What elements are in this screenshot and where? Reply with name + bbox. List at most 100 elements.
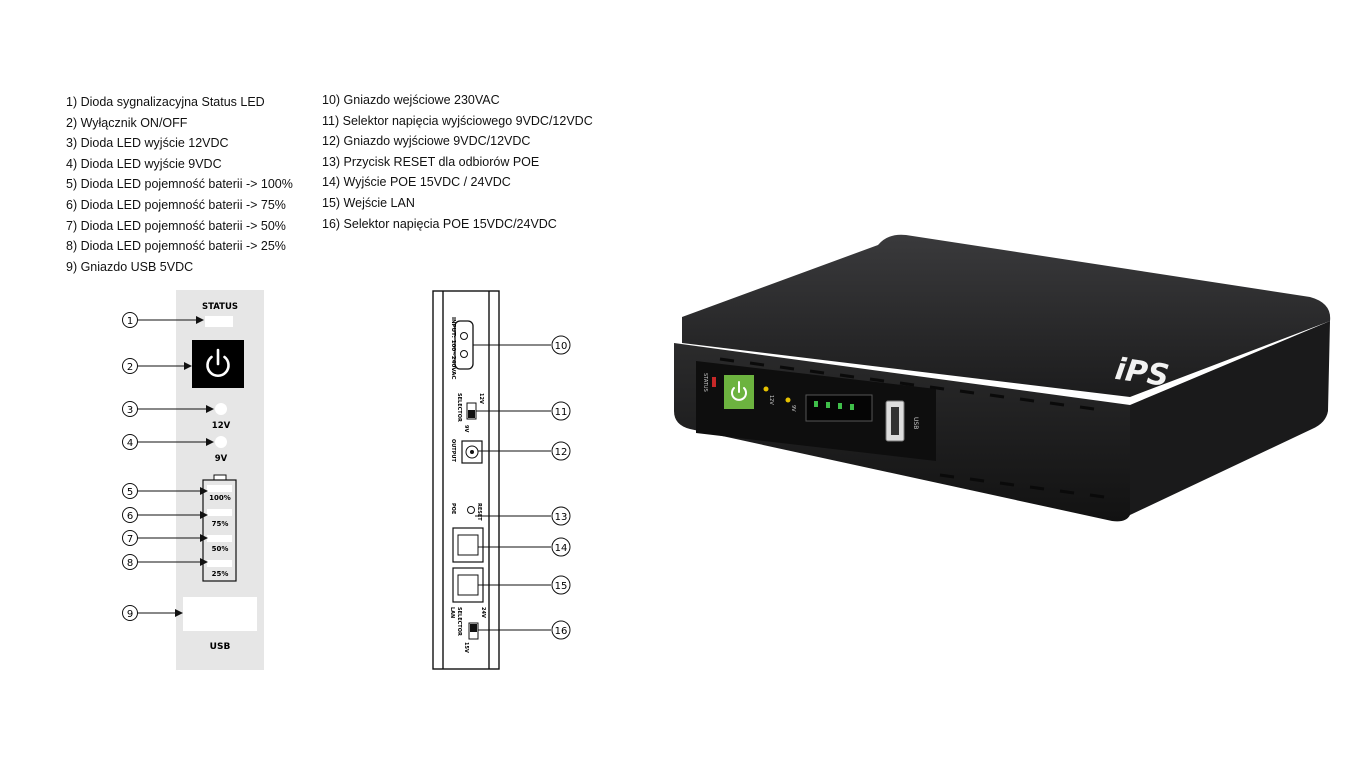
- sel-15v-label: 15V: [463, 642, 469, 653]
- side-panel-outline: [432, 290, 500, 670]
- legend-right: 10) Gniazdo wejściowe 230VAC 11) Selekto…: [322, 90, 593, 234]
- battery-terminal: [213, 474, 227, 481]
- sel-12v-label: 12V: [478, 393, 484, 404]
- device-top: [682, 234, 1331, 397]
- callout-8: 8: [122, 554, 208, 570]
- callout-14: 14: [478, 537, 571, 557]
- product-led-12v: [763, 386, 769, 392]
- product-status-led: [712, 377, 716, 387]
- v9-label: 9V: [215, 454, 228, 464]
- output-selector-knob: [468, 410, 475, 418]
- svg-text:4: 4: [127, 438, 133, 449]
- svg-text:3: 3: [127, 405, 133, 416]
- usb-port: [183, 597, 257, 631]
- sel-24v-label: 24V: [480, 607, 486, 618]
- output-jack-pin: [470, 450, 474, 454]
- device-side: [1130, 321, 1330, 515]
- input-pin: [460, 332, 468, 340]
- callout-16: 16: [478, 620, 571, 640]
- callout-2: 2: [122, 358, 192, 374]
- battery-label-75: 75%: [212, 520, 229, 528]
- svg-text:6: 6: [127, 511, 133, 522]
- front-vents: [719, 357, 1105, 499]
- callout-7: 7: [122, 530, 208, 546]
- svg-text:10: 10: [555, 341, 568, 352]
- product-usb-label: USB: [912, 417, 919, 429]
- input-pin: [460, 350, 468, 358]
- svg-text:9: 9: [127, 609, 133, 620]
- callout-1: 1: [122, 312, 204, 328]
- lan-selector-label: SELECTOR: [456, 607, 462, 636]
- poe-selector-knob: [470, 624, 477, 632]
- callout-6: 6: [122, 507, 208, 523]
- legend-item: 1) Dioda sygnalizacyjna Status LED: [66, 95, 265, 109]
- status-led: [205, 316, 233, 327]
- svg-text:13: 13: [555, 512, 568, 523]
- legend-item: 5) Dioda LED pojemność baterii -> 100%: [66, 177, 293, 192]
- legend-item: 14) Wyjście POE 15VDC / 24VDC: [322, 175, 511, 190]
- input-label: INPUT: 100~240VAC: [450, 317, 456, 379]
- legend-item: 10) Gniazdo wejściowe 230VAC: [322, 93, 500, 107]
- legend-item: 6) Dioda LED pojemność baterii -> 75%: [66, 197, 286, 212]
- battery-label-25: 25%: [212, 570, 229, 578]
- callout-4: 4: [122, 434, 214, 450]
- product-power-icon: [731, 381, 747, 401]
- svg-text:12: 12: [555, 447, 568, 458]
- svg-text:1: 1: [127, 316, 133, 327]
- status-label: STATUS: [202, 302, 238, 312]
- front-panel-diagram: STATUS 12V 9V 100% 75% 50% 25% USB 1 2 3…: [122, 290, 264, 670]
- callout-15: 15: [478, 575, 571, 595]
- callout-10: 10: [473, 335, 571, 355]
- product-status-label: STATUS: [702, 373, 708, 392]
- led-9v: [215, 436, 227, 448]
- product-led-9v: [785, 397, 791, 403]
- brand-logo: iPS: [1113, 352, 1171, 394]
- svg-text:11: 11: [555, 407, 568, 418]
- battery-label-100: 100%: [209, 494, 231, 502]
- legend-left: 1) Dioda sygnalizacyjna Status LED 2) Wy…: [66, 92, 293, 277]
- battery-label-50: 50%: [212, 545, 229, 553]
- output-label: OUTPUT: [450, 439, 456, 462]
- callout-13: 13: [475, 506, 571, 526]
- callout-12: 12: [478, 441, 571, 461]
- legend-item: 7) Dioda LED pojemność baterii -> 50%: [66, 218, 286, 233]
- side-panel-diagram: INPUT: 100~240VAC SELECTOR 9V 12V OUTPUT…: [432, 290, 571, 670]
- callout-9: 9: [122, 605, 183, 621]
- svg-text:14: 14: [555, 543, 568, 554]
- usb-label: USB: [210, 642, 231, 652]
- power-icon: [206, 348, 230, 378]
- sel-9v-label: 9V: [463, 425, 469, 432]
- svg-text:2: 2: [127, 362, 133, 373]
- legend-item: 16) Selektor napięcia POE 15VDC/24VDC: [322, 216, 557, 231]
- input-socket: [454, 320, 474, 370]
- battery-led-75: [207, 509, 232, 516]
- selector-label: SELECTOR: [456, 393, 462, 422]
- poe-port-inner: [457, 534, 479, 556]
- product-usb-tongue: [891, 407, 899, 435]
- product-9v-label: 9V: [790, 405, 796, 412]
- product-battery-leds: [814, 401, 854, 410]
- poe-label: POE: [450, 503, 456, 515]
- battery-led-25: [207, 560, 232, 567]
- legend-item: 11) Selektor napięcia wyjściowego 9VDC/1…: [322, 113, 593, 128]
- svg-text:15: 15: [555, 581, 568, 592]
- legend-item: 15) Wejście LAN: [322, 195, 415, 210]
- reset-label: RESET: [476, 503, 482, 521]
- svg-text:8: 8: [127, 558, 133, 569]
- callout-11: 11: [476, 401, 571, 421]
- legend-item: 13) Przycisk RESET dla odbiorów POE: [322, 154, 540, 169]
- legend-item: 8) Dioda LED pojemność baterii -> 25%: [66, 239, 286, 254]
- legend-item: 4) Dioda LED wyjście 9VDC: [66, 156, 222, 171]
- product-12v-label: 12V: [768, 395, 774, 405]
- v12-label: 12V: [212, 421, 231, 431]
- svg-text:7: 7: [127, 534, 133, 545]
- lan-port-inner: [457, 574, 479, 596]
- callout-5: 5: [122, 483, 208, 499]
- legend-item: 9) Gniazdo USB 5VDC: [66, 259, 194, 274]
- reset-button: [467, 506, 475, 514]
- legend-item: 12) Gniazdo wyjściowe 9VDC/12VDC: [322, 134, 531, 149]
- svg-text:16: 16: [555, 626, 568, 637]
- led-12v: [215, 403, 227, 415]
- product-photo: STATUS 12V 9V USB iPS: [674, 234, 1331, 522]
- battery-led-100: [207, 485, 232, 492]
